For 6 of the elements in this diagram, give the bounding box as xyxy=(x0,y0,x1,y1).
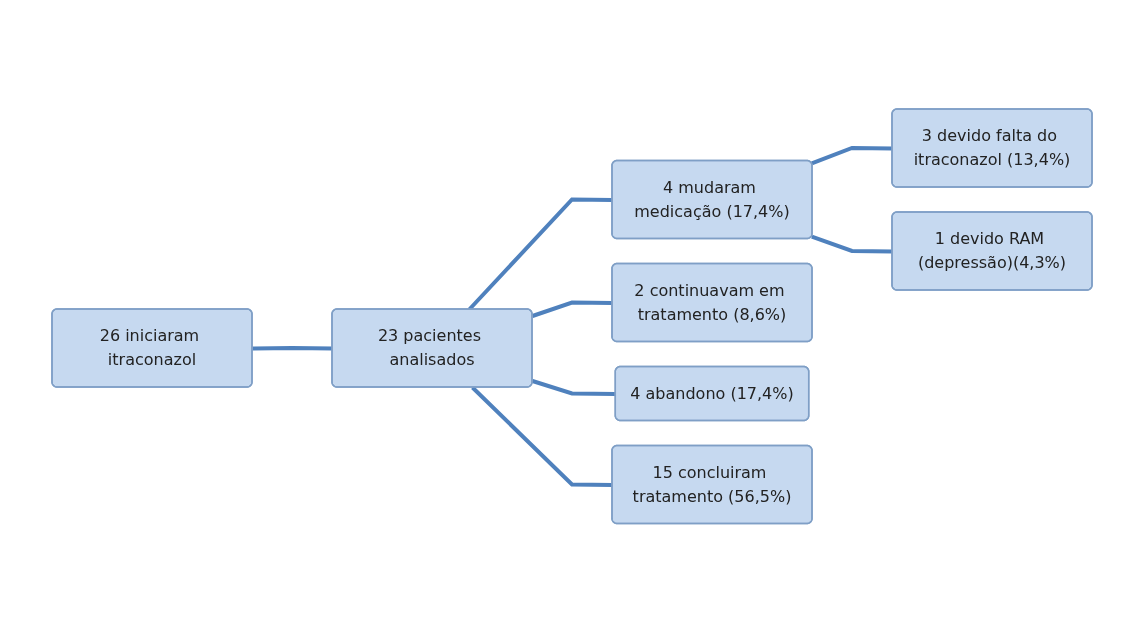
connector xyxy=(471,386,613,488)
connector xyxy=(252,346,333,351)
connector xyxy=(811,234,893,254)
connector xyxy=(811,146,893,166)
connector xyxy=(531,300,613,319)
connector xyxy=(531,379,616,397)
